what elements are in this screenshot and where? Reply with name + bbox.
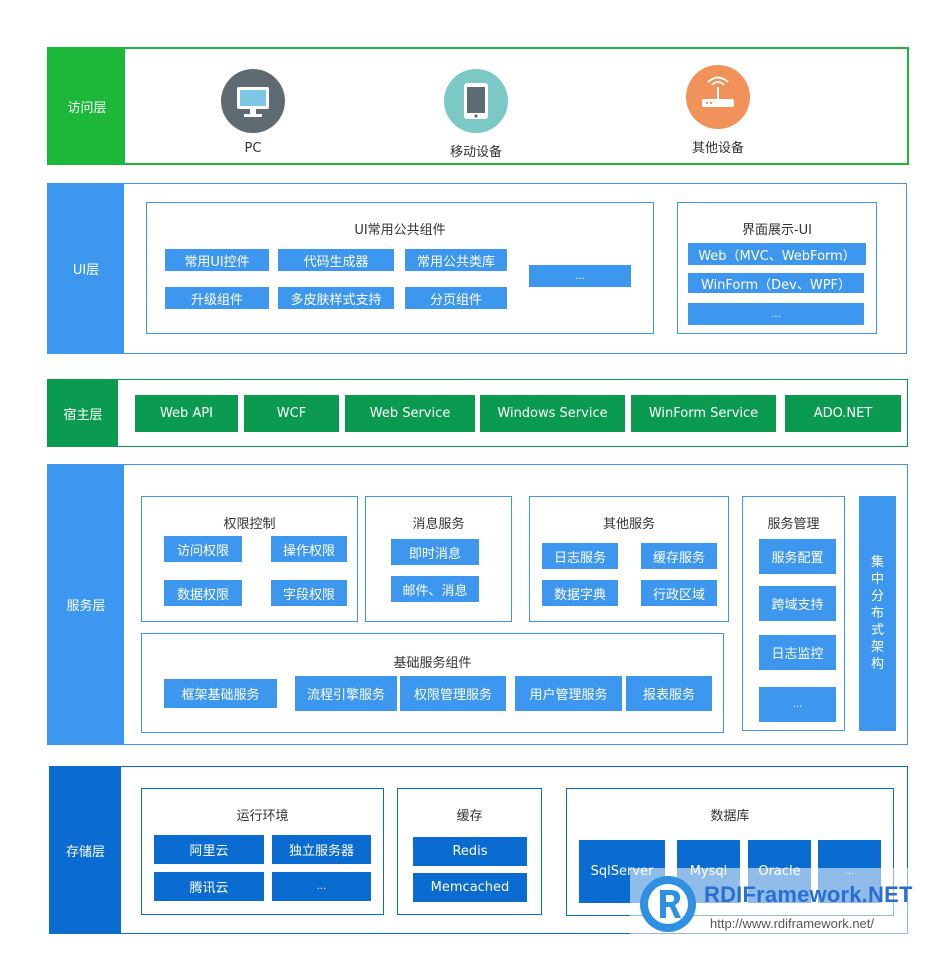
watermark-brand: RDIFramework.NET (704, 882, 913, 907)
tablet-icon (444, 69, 508, 133)
administrative-region: 行政区域 (641, 580, 717, 606)
runtime-group: 运行环境 阿里云 独立服务器 腾讯云 ... (141, 788, 384, 915)
host-wcf: WCF (244, 395, 339, 432)
host-ado-net: ADO.NET (785, 395, 901, 432)
service-config: 服务配置 (759, 539, 836, 574)
service-management-title: 服务管理 (767, 517, 820, 532)
watermark-logo-icon (638, 874, 698, 934)
distributed-architecture-text: 集中分布式架构 (870, 555, 884, 672)
message-group: 消息服务 即时消息 邮件、消息 (365, 496, 512, 622)
watermark-url: http://www.rdiframework.net/ (710, 916, 874, 931)
service-layer: 服务层 权限控制 访问权限 操作权限 数据权限 字段权限 消息服务 即时消息 邮… (47, 464, 908, 745)
common-class-library: 常用公共类库 (405, 249, 507, 271)
monitor-icon (221, 69, 285, 133)
base-service-title: 基础服务组件 (393, 656, 472, 671)
host-windows-service: Windows Service (480, 395, 625, 432)
host-web-service: Web Service (345, 395, 475, 432)
ui-layer-label: UI层 (48, 184, 124, 353)
router-icon (686, 65, 750, 129)
access-permission: 访问权限 (164, 536, 242, 562)
paging-component: 分页组件 (405, 287, 507, 309)
host-web-api: Web API (135, 395, 238, 432)
tencent-cloud: 腾讯云 (154, 872, 264, 901)
instant-message: 即时消息 (391, 539, 479, 565)
cache-group: 缓存 Redis Memcached (397, 788, 542, 915)
management-more: ... (759, 687, 836, 722)
permission-title: 权限控制 (223, 517, 276, 532)
common-more: ... (529, 265, 631, 287)
host-layer-label: 宿主层 (48, 380, 118, 446)
distributed-architecture: 集中分布式架构 (859, 496, 896, 731)
data-dictionary: 数据字典 (542, 580, 618, 606)
code-generator: 代码生成器 (278, 249, 394, 271)
device-label-mobile: 移动设备 (449, 145, 502, 160)
runtime-title: 运行环境 (236, 809, 289, 824)
other-service-title: 其他服务 (602, 517, 655, 532)
workflow-engine-service: 流程引擎服务 (295, 676, 397, 711)
log-monitoring: 日志监控 (759, 635, 836, 670)
watermark: RDIFramework.NET http://www.rdiframework… (630, 868, 935, 938)
display-web: Web（MVC、WebForm） (688, 243, 866, 265)
access-layer-label: 访问层 (49, 49, 125, 163)
base-service-group: 基础服务组件 框架基础服务 流程引擎服务 权限管理服务 用户管理服务 报表服务 (141, 633, 724, 733)
ui-layer: UI层 UI常用公共组件 常用UI控件 代码生成器 常用公共类库 ... 升级组… (47, 183, 907, 354)
access-layer: 访问层 PC 移动设备 其他设备 (47, 47, 909, 165)
storage-layer-label: 存储层 (50, 767, 121, 933)
display-winform: WinForm（Dev、WPF） (688, 273, 864, 293)
ui-common-components-title: UI常用公共组件 (354, 223, 446, 238)
permission-group: 权限控制 访问权限 操作权限 数据权限 字段权限 (141, 496, 358, 622)
operation-permission: 操作权限 (271, 536, 347, 562)
user-management-service: 用户管理服务 (515, 676, 622, 711)
common-ui-controls: 常用UI控件 (165, 249, 269, 271)
data-permission: 数据权限 (164, 580, 242, 606)
field-permission: 字段权限 (271, 580, 347, 606)
device-label-pc: PC (244, 141, 262, 156)
upgrade-component: 升级组件 (165, 287, 269, 309)
other-service-group: 其他服务 日志服务 缓存服务 数据字典 行政区域 (529, 496, 729, 622)
log-service: 日志服务 (542, 543, 618, 569)
ui-display-group: 界面展示-UI Web（MVC、WebForm） WinForm（Dev、WPF… (677, 202, 877, 334)
database-title: 数据库 (710, 809, 750, 824)
message-title: 消息服务 (412, 517, 465, 532)
cross-domain-support: 跨域支持 (759, 586, 836, 621)
mail-message: 邮件、消息 (391, 576, 479, 602)
host-layer: 宿主层 Web API WCF Web Service Windows Serv… (47, 379, 908, 447)
multi-skin-support: 多皮肤样式支持 (278, 287, 394, 309)
cache-service: 缓存服务 (641, 543, 717, 569)
framework-base-service: 框架基础服务 (164, 679, 277, 708)
device-label-other: 其他设备 (691, 141, 744, 156)
display-more: ... (688, 303, 864, 325)
ui-common-components-group: UI常用公共组件 常用UI控件 代码生成器 常用公共类库 ... 升级组件 多皮… (146, 202, 654, 334)
service-layer-label: 服务层 (48, 465, 124, 744)
service-management-group: 服务管理 服务配置 跨域支持 日志监控 ... (742, 496, 845, 731)
host-winform-service: WinForm Service (631, 395, 776, 432)
aliyun: 阿里云 (154, 835, 264, 864)
dedicated-server: 独立服务器 (272, 835, 371, 864)
report-service: 报表服务 (626, 676, 712, 711)
memcached: Memcached (413, 873, 527, 902)
ui-display-title: 界面展示-UI (741, 223, 813, 238)
runtime-more: ... (272, 872, 371, 901)
cache-title: 缓存 (456, 809, 483, 824)
permission-management-service: 权限管理服务 (400, 676, 506, 711)
redis: Redis (413, 837, 527, 866)
